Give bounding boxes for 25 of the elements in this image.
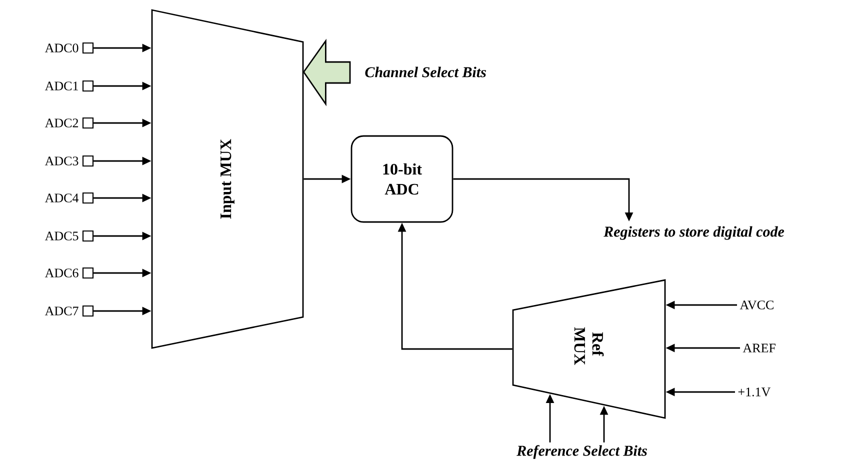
input-pin: ADC3 (44, 155, 94, 167)
node-label: ADC5 (44, 232, 78, 240)
annotation-text: Channel Select Bits (365, 66, 486, 78)
node-label: ADC2 (44, 118, 78, 128)
input-pin: ADC2 (44, 117, 94, 129)
node-label: ADC1 (44, 82, 78, 90)
node-label: ADC0 (44, 44, 78, 52)
input-label: AVCC (740, 300, 774, 310)
node-label: ADC7 (44, 306, 78, 316)
input-pin: ADC6 (44, 267, 94, 279)
input-label: AREF (742, 344, 776, 352)
input-pin: ADC5 (44, 230, 94, 242)
multiplexer-trapezoid: Ref MUX (512, 279, 666, 419)
node-label: ADC4 (44, 194, 79, 202)
annotation-text: Reference Select Bits (516, 445, 647, 459)
multiplexer-trapezoid: Input MUX (151, 9, 304, 349)
annotation-text: Registers to store digital code (604, 226, 784, 240)
adc-box: 10-bit ADC (350, 135, 454, 223)
input-pin: ADC7 (44, 305, 94, 317)
input-pin: ADC1 (44, 80, 94, 92)
input-pin: ADC4 (44, 192, 94, 204)
input-pin: ADC0 (44, 42, 94, 54)
node-label: ADC6 (44, 268, 78, 278)
input-label: +1.1V (738, 388, 771, 396)
node-label: ADC3 (44, 156, 78, 166)
